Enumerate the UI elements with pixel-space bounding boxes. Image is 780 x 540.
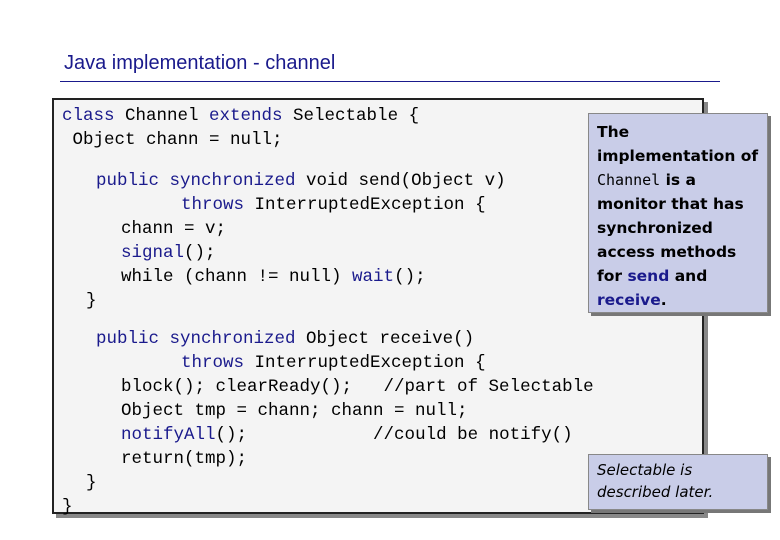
note-selectable: Selectable is described later. (588, 454, 768, 510)
note-text: The implementation of (597, 123, 759, 165)
code-line-7: while (chann != null) wait(); (121, 267, 426, 287)
code-line-8: } (86, 291, 97, 311)
code-text: Exception { (370, 353, 486, 373)
keyword: wait (352, 267, 395, 287)
keyword: extends (209, 106, 283, 126)
code-text: (); (394, 267, 426, 287)
code-line-10: throws InterruptedException { (181, 353, 486, 373)
code-line-5: chann = v; (121, 219, 227, 239)
code-line-6: signal(); (121, 243, 216, 263)
keyword: All (184, 425, 216, 445)
code-line-1: class Channel extends Selectable { (62, 106, 419, 126)
code-line-2: Object chann = null; (62, 130, 283, 150)
title-rule (60, 81, 720, 82)
code-text: void send(Object v) (295, 171, 506, 191)
code-text: (chann != null) (173, 267, 353, 287)
keyword: class (62, 106, 115, 126)
code-line-12: Object tmp = chann; chann = null; (121, 401, 468, 421)
code-text: Object receive() (295, 329, 475, 349)
keyword: signal (121, 243, 185, 263)
keyword: notify (121, 425, 185, 445)
code-line-13: notifyAll(); //could be notify() (121, 425, 573, 445)
code-line-14: return(tmp); (121, 449, 248, 469)
keyword: public synchronized (96, 171, 296, 191)
code-text: Interrupted (244, 353, 371, 373)
note-text: . (660, 291, 667, 309)
code-line-16: } (62, 497, 73, 517)
code-line-4: throws InterruptedException { (181, 195, 486, 215)
code-text: Selectable { (282, 106, 420, 126)
note-highlight: send (627, 267, 670, 285)
note-highlight: receive (597, 291, 661, 309)
slide-title: Java implementation - channel (64, 52, 336, 74)
code-text: Exception { (370, 195, 486, 215)
keyword: throws (181, 195, 245, 215)
note-implementation: The implementation of Channel is a monit… (588, 113, 768, 313)
note-text: is a monitor that has synchronized acces… (597, 171, 744, 285)
note-text: and (669, 267, 708, 285)
code-text: (); //could be notify() (215, 425, 573, 445)
keyword: throws (181, 353, 245, 373)
keyword: public synchronized (96, 329, 296, 349)
note-code: Channel (597, 171, 661, 189)
code-line-3: public synchronized void send(Object v) (96, 171, 506, 191)
code-line-9: public synchronized Object receive() (96, 329, 474, 349)
code-line-11: block(); clearReady(); //part of Selecta… (121, 377, 594, 397)
code-text: Channel (114, 106, 210, 126)
code-text: while (121, 267, 174, 287)
code-text: (); (184, 243, 216, 263)
code-text: Interrupted (244, 195, 371, 215)
code-line-15: } (86, 473, 97, 493)
